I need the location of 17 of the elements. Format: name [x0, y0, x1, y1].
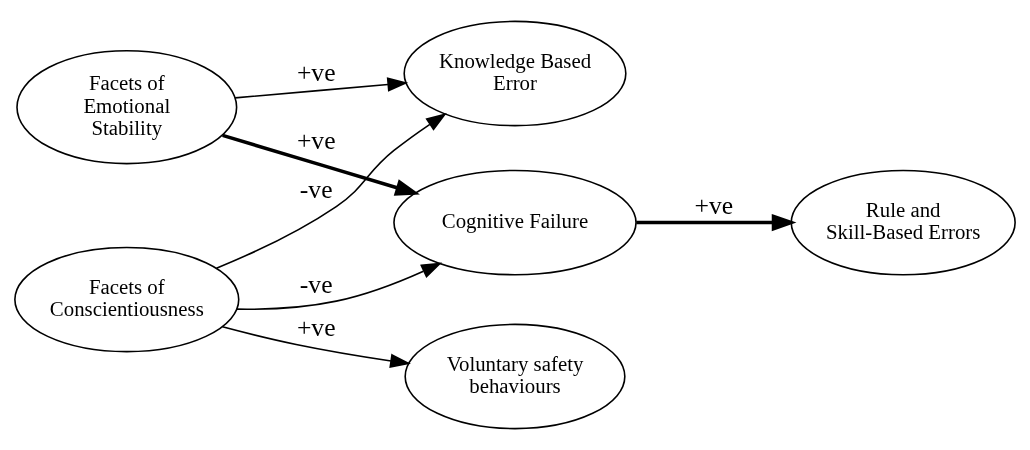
- arrow: [234, 77, 409, 99]
- edge-label: +ve: [296, 313, 336, 343]
- edge-label: +ve: [296, 58, 336, 88]
- edge-label: -ve: [299, 269, 333, 299]
- arrow: [235, 262, 443, 311]
- arrow: [636, 213, 797, 232]
- edge-label: -ve: [299, 175, 333, 205]
- node-ellipse: Facets of Conscientiousness: [14, 246, 240, 353]
- node-ellipse: Knowledge Based Error: [403, 20, 627, 127]
- node-ellipse: Voluntary safety behaviours: [404, 323, 626, 430]
- node-ellipse: Rule and Skill-Based Errors: [790, 169, 1016, 276]
- arrow: [222, 133, 420, 196]
- edge-label: +ve: [694, 191, 734, 221]
- node-ellipse: Facets of Emotional Stability: [16, 49, 238, 165]
- edge-label: +ve: [296, 125, 336, 155]
- arrow: [215, 113, 447, 269]
- arrow: [221, 325, 411, 369]
